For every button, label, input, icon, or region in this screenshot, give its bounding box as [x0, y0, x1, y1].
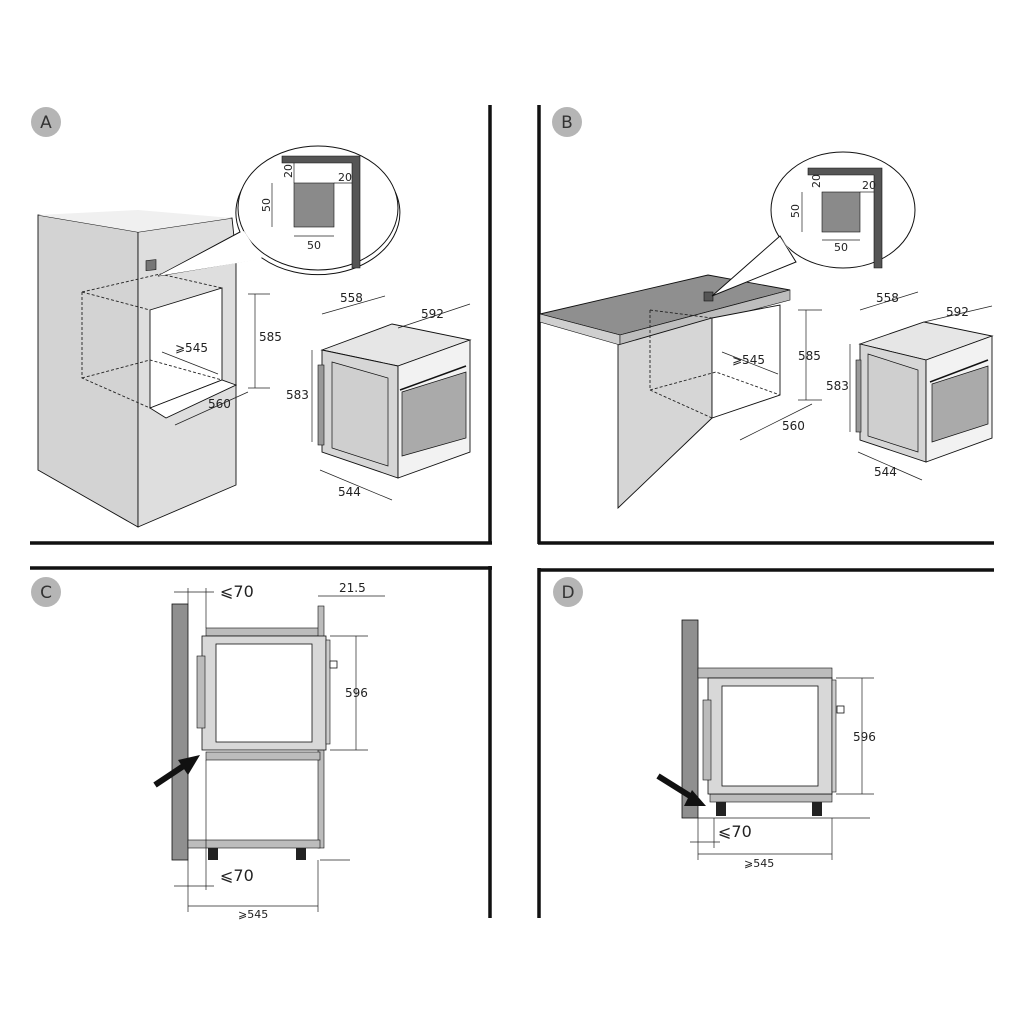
- oven-a-depth: 558: [340, 291, 363, 305]
- callout-a-d50b: 50: [307, 239, 321, 252]
- callout-b-d50a: 50: [789, 204, 802, 218]
- d-height: 596: [853, 730, 876, 744]
- callout-a-d50a: 50: [260, 198, 273, 212]
- dimensions-d: 596 ⩽70 ⩾545: [690, 677, 876, 870]
- panel-a-label: A: [40, 113, 52, 133]
- panel-d: D 596 ⩽70 ⩾54: [553, 577, 876, 870]
- callout-a-d20b: 20: [338, 171, 352, 184]
- d-depth: ⩾545: [744, 857, 774, 870]
- side-wall-d: [681, 619, 699, 819]
- vent-callout-b: 20 20 50 50: [711, 151, 916, 297]
- niche-dimensions: 585 ⩾545 560: [161, 293, 282, 426]
- vent-slot: [145, 259, 157, 271]
- panel-b-label: B: [561, 113, 573, 133]
- c-gap-top: ⩽70: [220, 582, 254, 601]
- d-gap-bottom: ⩽70: [718, 822, 752, 841]
- vent-slot-b: [703, 291, 714, 302]
- panel-frames: [30, 105, 994, 918]
- oven-a-height: 583: [286, 388, 309, 402]
- dimensions-c: ⩽70 21.5 596 ⩽70 ⩾545: [174, 581, 385, 921]
- tall-cabinet: [37, 210, 238, 528]
- oven-b-front: 544: [874, 465, 897, 479]
- c-front-offset: 21.5: [339, 581, 366, 595]
- panel-a: A 585 ⩾545 560: [31, 107, 472, 528]
- niche-depth-label: ⩾545: [175, 341, 208, 355]
- panel-d-badge: [553, 577, 583, 607]
- c-height: 596: [345, 686, 368, 700]
- oven-b-height: 583: [826, 379, 849, 393]
- callout-b-d50b: 50: [834, 241, 848, 254]
- niche-width-label: 560: [208, 397, 231, 411]
- arrow-c: [153, 755, 200, 788]
- oven-b-width: 592: [946, 305, 969, 319]
- panel-c: C ⩽70 21.5 59: [31, 577, 385, 921]
- oven-side-c: [196, 635, 338, 751]
- niche-b-width: 560: [782, 419, 805, 433]
- c-depth: ⩾545: [238, 908, 268, 921]
- callout-b-d20a: 20: [810, 174, 823, 188]
- panel-b: B 585 ⩾545 560: [539, 107, 994, 510]
- callout-b-d20b: 20: [862, 179, 876, 192]
- niche-b-height: 585: [798, 349, 821, 363]
- panel-a-badge: [31, 107, 61, 137]
- arrow-d: [656, 773, 706, 806]
- niche-dimensions-b: 585 ⩾545 560: [721, 309, 822, 441]
- side-wall-c: [171, 603, 189, 861]
- oven-b: 558 592 583 544: [826, 291, 994, 481]
- countertop-cabinet: [539, 274, 791, 510]
- panel-b-badge: [552, 107, 582, 137]
- oven-a-front: 544: [338, 485, 361, 499]
- niche-b-depth: ⩾545: [732, 353, 765, 367]
- panel-c-label: C: [40, 583, 52, 603]
- vent-callout: 20 20 50 50: [157, 145, 401, 277]
- panel-d-label: D: [561, 583, 574, 603]
- callout-a-d20a: 20: [282, 164, 295, 178]
- oven-side-d: [702, 677, 845, 795]
- oven-a: 558 592 583 544: [286, 291, 472, 501]
- niche-height-label: 585: [259, 330, 282, 344]
- c-gap-bottom: ⩽70: [220, 866, 254, 885]
- oven-a-width: 592: [421, 307, 444, 321]
- oven-b-depth: 558: [876, 291, 899, 305]
- panel-c-badge: [31, 577, 61, 607]
